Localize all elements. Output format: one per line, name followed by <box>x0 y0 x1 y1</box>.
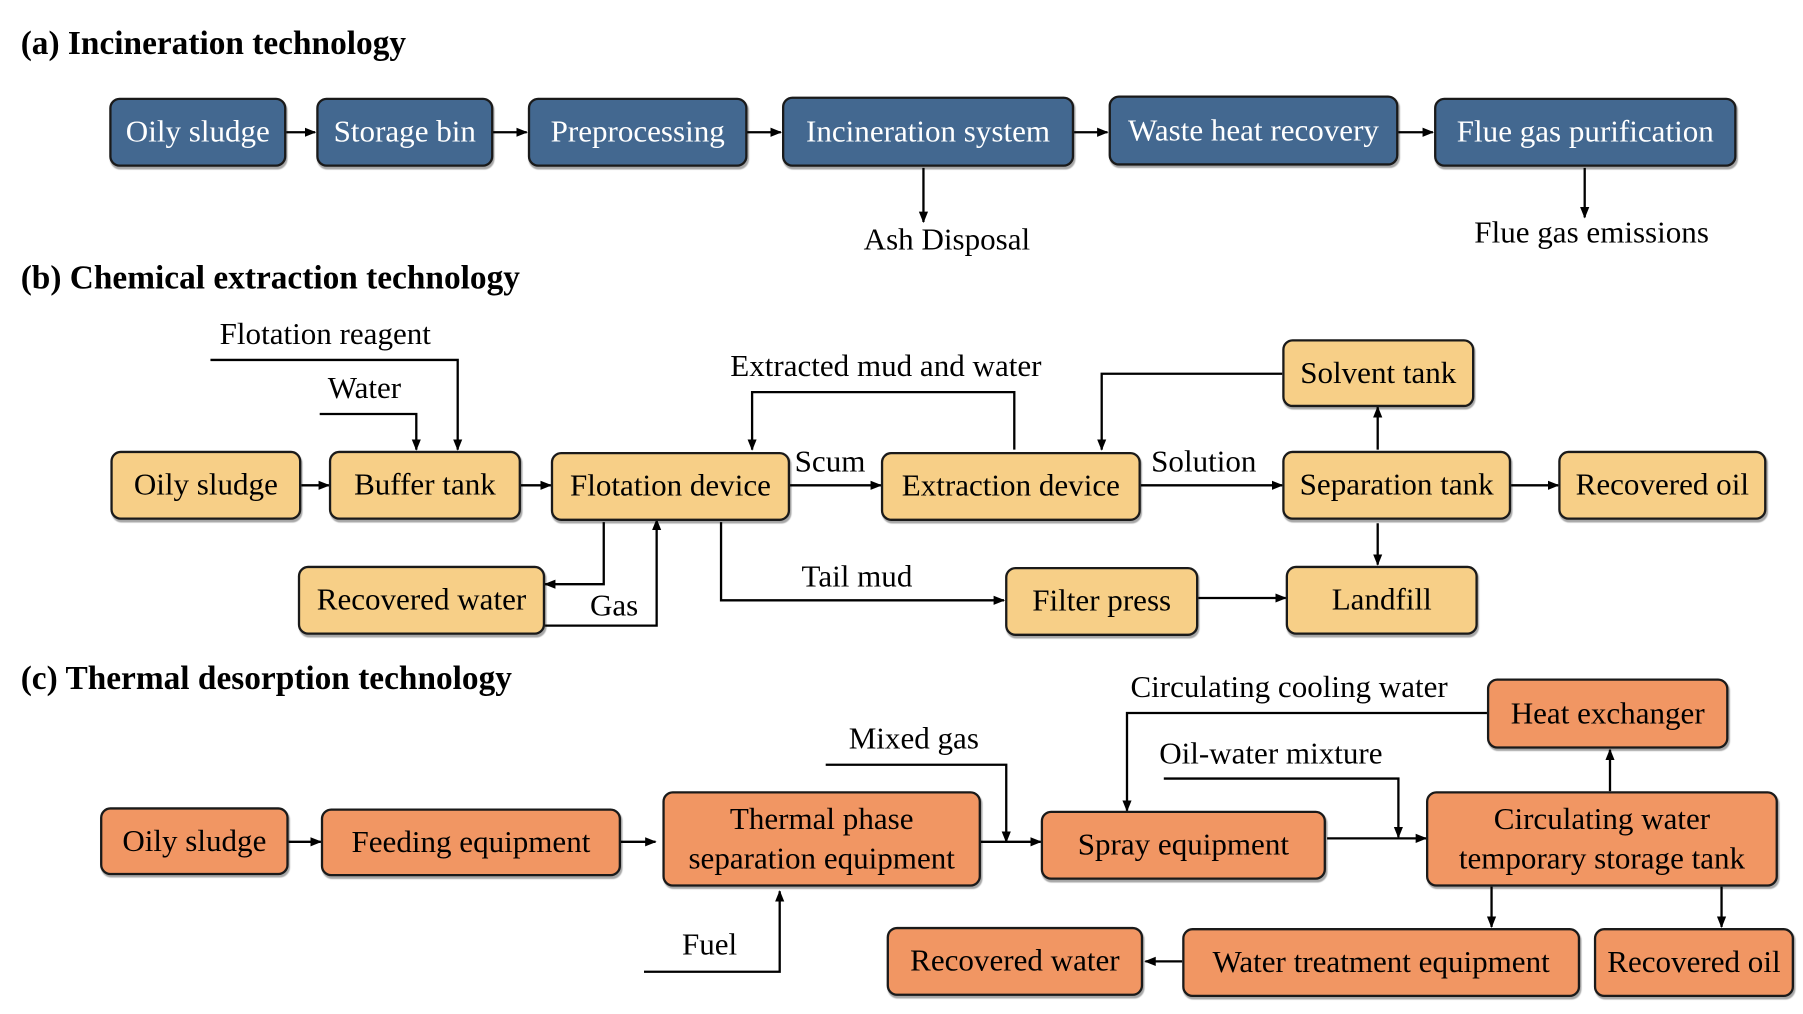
label-flotation-reagent: Flotation reagent <box>219 316 431 351</box>
box-feeding-equipment: Feeding equipment <box>320 808 621 877</box>
arrow <box>210 358 463 451</box>
box-oily-sludge-b: Oily sludge <box>110 450 302 520</box>
box-recovered-water-b: Recovered water <box>297 565 546 635</box>
box-flotation-device: Flotation device <box>550 451 791 521</box>
label-ash-disposal: Ash Disposal <box>863 221 1031 257</box>
arrow <box>643 890 785 973</box>
arrow <box>1097 372 1283 451</box>
box-oily-sludge-c: Oily sludge <box>100 807 289 876</box>
label-extracted-mud-water: Extracted mud and water <box>730 348 1042 383</box>
box-waste-heat-recovery: Waste heat recovery <box>1108 95 1399 166</box>
label-water: Water <box>327 370 402 405</box>
label-scum: Scum <box>794 443 866 479</box>
arrow <box>543 522 605 589</box>
box-oily-sludge: Oily sludge <box>109 97 287 167</box>
arrow <box>747 390 1016 451</box>
box-storage-bin: Storage bin <box>316 97 494 167</box>
label-circulating-cooling-water: Circulating cooling water <box>1130 669 1448 704</box>
circ-line-1: Circulating water <box>1493 801 1711 836</box>
box-buffer-tank: Buffer tank <box>328 450 521 520</box>
thermal-line-2: separation equipment <box>688 840 955 875</box>
box-circulating-water-tank: Circulating water temporary storage tank <box>1426 791 1778 887</box>
box-recovered-oil-c: Recovered oil <box>1593 928 1794 998</box>
arrow <box>825 763 1011 843</box>
arrow <box>545 518 662 627</box>
label-oil-water-mixture: Oil-water mixture <box>1159 736 1383 771</box>
box-thermal-phase-separation: Thermal phase separation equipment <box>662 791 981 887</box>
box-filter-press: Filter press <box>1005 566 1199 636</box>
box-recovered-oil-b: Recovered oil <box>1558 450 1767 520</box>
box-preprocessing: Preprocessing <box>527 97 748 167</box>
circ-line-2: temporary storage tank <box>1458 840 1746 875</box>
box-heat-exchanger: Heat exchanger <box>1486 678 1729 749</box>
arrow <box>1122 711 1487 812</box>
arrow <box>1163 777 1403 839</box>
label-solution: Solution <box>1151 443 1257 479</box>
label-flue-gas-emissions: Flue gas emissions <box>1474 215 1709 250</box>
thermal-line-1: Thermal phase <box>729 801 914 836</box>
box-extraction-device: Extraction device <box>880 451 1141 521</box>
arrow <box>719 522 1006 605</box>
label-mixed-gas: Mixed gas <box>848 721 979 756</box>
label-fuel: Fuel <box>681 926 738 962</box>
section-a-title: (a) Incineration technology <box>20 25 407 63</box>
box-landfill: Landfill <box>1285 565 1478 635</box>
label-tail-mud: Tail mud <box>801 558 913 594</box>
box-incineration-system: Incineration system <box>782 96 1075 167</box>
box-water-treatment-equipment: Water treatment equipment <box>1182 928 1581 998</box>
box-separation-tank: Separation tank <box>1282 450 1512 520</box>
box-flue-gas-purification: Flue gas purification <box>1434 97 1737 167</box>
arrow <box>319 412 421 451</box>
section-c-title: (c) Thermal desorption technology <box>20 660 512 697</box>
box-recovered-water-c: Recovered water <box>886 926 1144 996</box>
section-b-title: (b) Chemical extraction technology <box>20 259 520 297</box>
label-gas: Gas <box>589 587 639 623</box>
box-solvent-tank: Solvent tank <box>1282 339 1475 408</box>
box-spray-equipment: Spray equipment <box>1040 810 1326 880</box>
